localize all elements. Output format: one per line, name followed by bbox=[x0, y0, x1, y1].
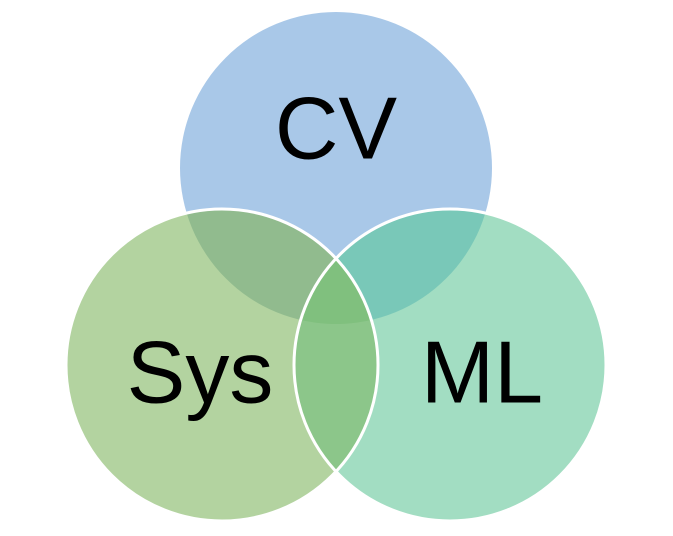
sys-label: Sys bbox=[127, 323, 274, 422]
sys-circle-outline bbox=[64, 207, 380, 523]
cv-label: CV bbox=[275, 79, 398, 178]
cv-sys-overlap bbox=[180, 209, 378, 324]
ml-label: ML bbox=[421, 323, 543, 422]
cv-ml-overlap bbox=[294, 209, 492, 324]
ml-circle-outline bbox=[292, 207, 608, 523]
